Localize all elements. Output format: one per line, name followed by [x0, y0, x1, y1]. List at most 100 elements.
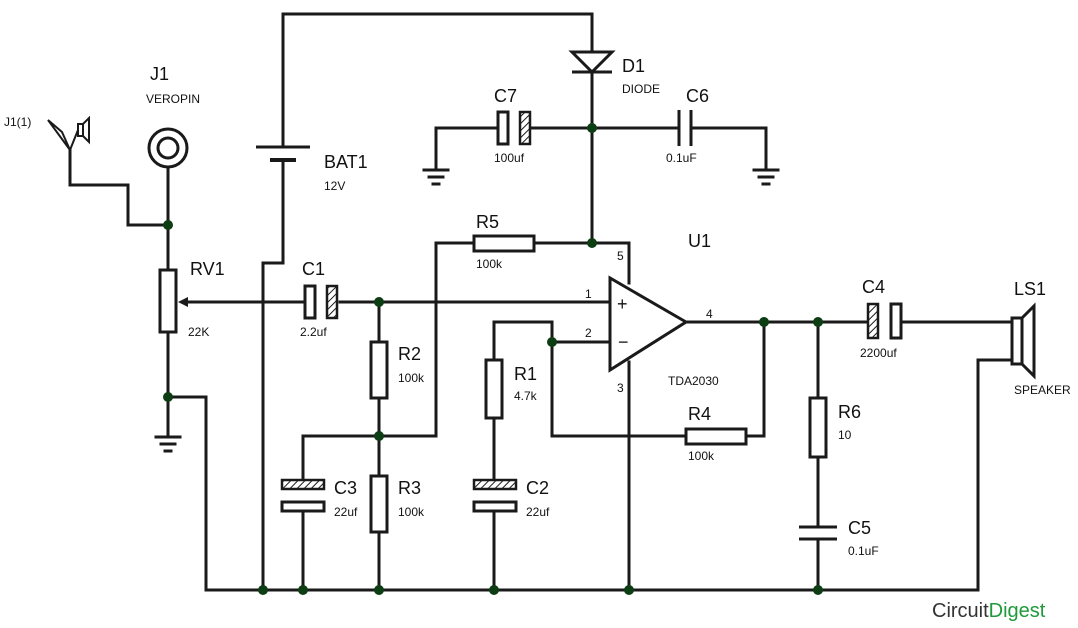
speaker-symbol — [1010, 302, 1036, 380]
pin-3-label: 3 — [617, 381, 624, 395]
wire-pin5 — [532, 241, 631, 285]
pin-2-label: 2 — [585, 326, 592, 340]
r2-ref-label: R2 — [398, 344, 421, 364]
pin-1-label: 1 — [585, 287, 592, 301]
probe-label: J1(1) — [4, 115, 31, 129]
r2-value-label: 100k — [398, 371, 425, 385]
junction-dot — [374, 585, 384, 595]
junction-dot — [374, 431, 384, 441]
r1-resistor-symbol — [484, 358, 504, 420]
u1-value-label: TDA2030 — [668, 374, 719, 388]
j1-value-label: VEROPIN — [146, 92, 200, 106]
junction-dot — [258, 585, 268, 595]
r4-value-label: 100k — [688, 449, 715, 463]
c3-capacitor-symbol — [280, 478, 326, 513]
brand-part1: Circuit — [932, 600, 989, 622]
bat1-ref-label: BAT1 — [324, 152, 368, 172]
c6-capacitor-symbol — [677, 110, 693, 146]
c2-ref-label: C2 — [526, 478, 549, 498]
c6-ref-label: C6 — [686, 86, 709, 106]
r1-value-label: 4.7k — [514, 389, 538, 403]
rv1-ref-label: RV1 — [190, 259, 225, 279]
rv1-potentiometer-symbol — [158, 268, 200, 334]
wire-ground-bus — [204, 358, 1014, 592]
junction-dot — [163, 392, 173, 402]
junction-dot — [813, 317, 823, 327]
c1-ref-label: C1 — [302, 259, 325, 279]
d1-ref-label: D1 — [622, 56, 645, 76]
brand-part2: Digest — [989, 600, 1046, 622]
svg-text:CircuitDigest: CircuitDigest — [932, 600, 1046, 622]
c5-value-label: 0.1uF — [848, 544, 879, 558]
junction-dot — [298, 585, 308, 595]
wire-pin2 — [492, 320, 612, 362]
j1-jack-symbol — [147, 127, 189, 169]
c6-value-label: 0.1uF — [666, 151, 697, 165]
pin-4-label: 4 — [706, 307, 713, 321]
ground-symbol — [154, 435, 182, 453]
r1-ref-label: R1 — [514, 364, 537, 384]
wire-rv1-bus — [166, 395, 208, 592]
c4-capacitor-symbol — [866, 302, 903, 340]
wire-c6-right — [690, 126, 768, 170]
r6-ref-label: R6 — [838, 402, 861, 422]
j1-ref-label: J1 — [150, 64, 169, 84]
r6-value-label: 10 — [838, 428, 852, 442]
junction-dot — [624, 585, 634, 595]
wire-battery-ground — [261, 158, 285, 592]
r5-resistor-symbol — [472, 234, 536, 253]
pin-5-label: 5 — [617, 249, 624, 263]
junction-dot — [374, 297, 384, 307]
wire-r5-divider — [301, 241, 476, 482]
ground-symbol — [752, 168, 780, 186]
junction-dot — [759, 317, 769, 327]
c1-value-label: 2.2uf — [300, 325, 327, 339]
c7-capacitor-symbol — [496, 110, 532, 146]
wire-c7-left — [434, 126, 500, 170]
u1-opamp-symbol: + − — [608, 275, 689, 373]
c3-value-label: 22uf — [334, 505, 358, 519]
r5-value-label: 100k — [476, 257, 503, 271]
junction-dot — [587, 238, 597, 248]
junction-dot — [587, 123, 597, 133]
c5-ref-label: C5 — [848, 518, 871, 538]
ls1-ref-label: LS1 — [1014, 279, 1046, 299]
u1-ref-label: U1 — [688, 231, 711, 251]
c1-capacitor-symbol — [303, 284, 339, 320]
d1-value-label: DIODE — [622, 82, 660, 96]
c2-capacitor-symbol — [472, 478, 518, 513]
rv1-value-label: 22K — [188, 325, 209, 339]
wire-pin2-r4 — [550, 340, 688, 438]
junctions — [163, 123, 823, 595]
wires — [68, 12, 1014, 592]
c4-value-label: 2200uf — [860, 346, 897, 360]
r3-resistor-symbol — [369, 474, 389, 534]
r2-resistor-symbol — [369, 340, 389, 400]
c2-value-label: 22uf — [526, 505, 550, 519]
junction-dot — [163, 220, 173, 230]
junction-dot — [489, 585, 499, 595]
opamp-plus-sign: + — [617, 294, 628, 314]
r3-value-label: 100k — [398, 505, 425, 519]
probe-speaker-icon — [47, 115, 90, 151]
ground-symbol — [422, 168, 450, 186]
c5-capacitor-symbol — [799, 525, 837, 541]
bat1-value-label: 12V — [324, 179, 345, 193]
r5-ref-label: R5 — [476, 212, 499, 232]
r3-ref-label: R3 — [398, 478, 421, 498]
diode-symbol — [568, 50, 616, 75]
ls1-value-label: SPEAKER — [1014, 383, 1071, 397]
wire-supply-top — [281, 12, 594, 149]
wire-probe — [68, 148, 170, 227]
c4-ref-label: C4 — [862, 277, 885, 297]
c3-ref-label: C3 — [334, 478, 357, 498]
wire-r4-output — [744, 320, 766, 438]
r4-resistor-symbol — [684, 427, 748, 446]
circuitdigest-logo: CircuitDigest — [932, 600, 1046, 622]
junction-dot — [813, 585, 823, 595]
opamp-minus-sign: − — [618, 332, 629, 352]
r6-resistor-symbol — [808, 396, 828, 459]
c7-value-label: 100uf — [494, 151, 525, 165]
c7-ref-label: C7 — [494, 86, 517, 106]
